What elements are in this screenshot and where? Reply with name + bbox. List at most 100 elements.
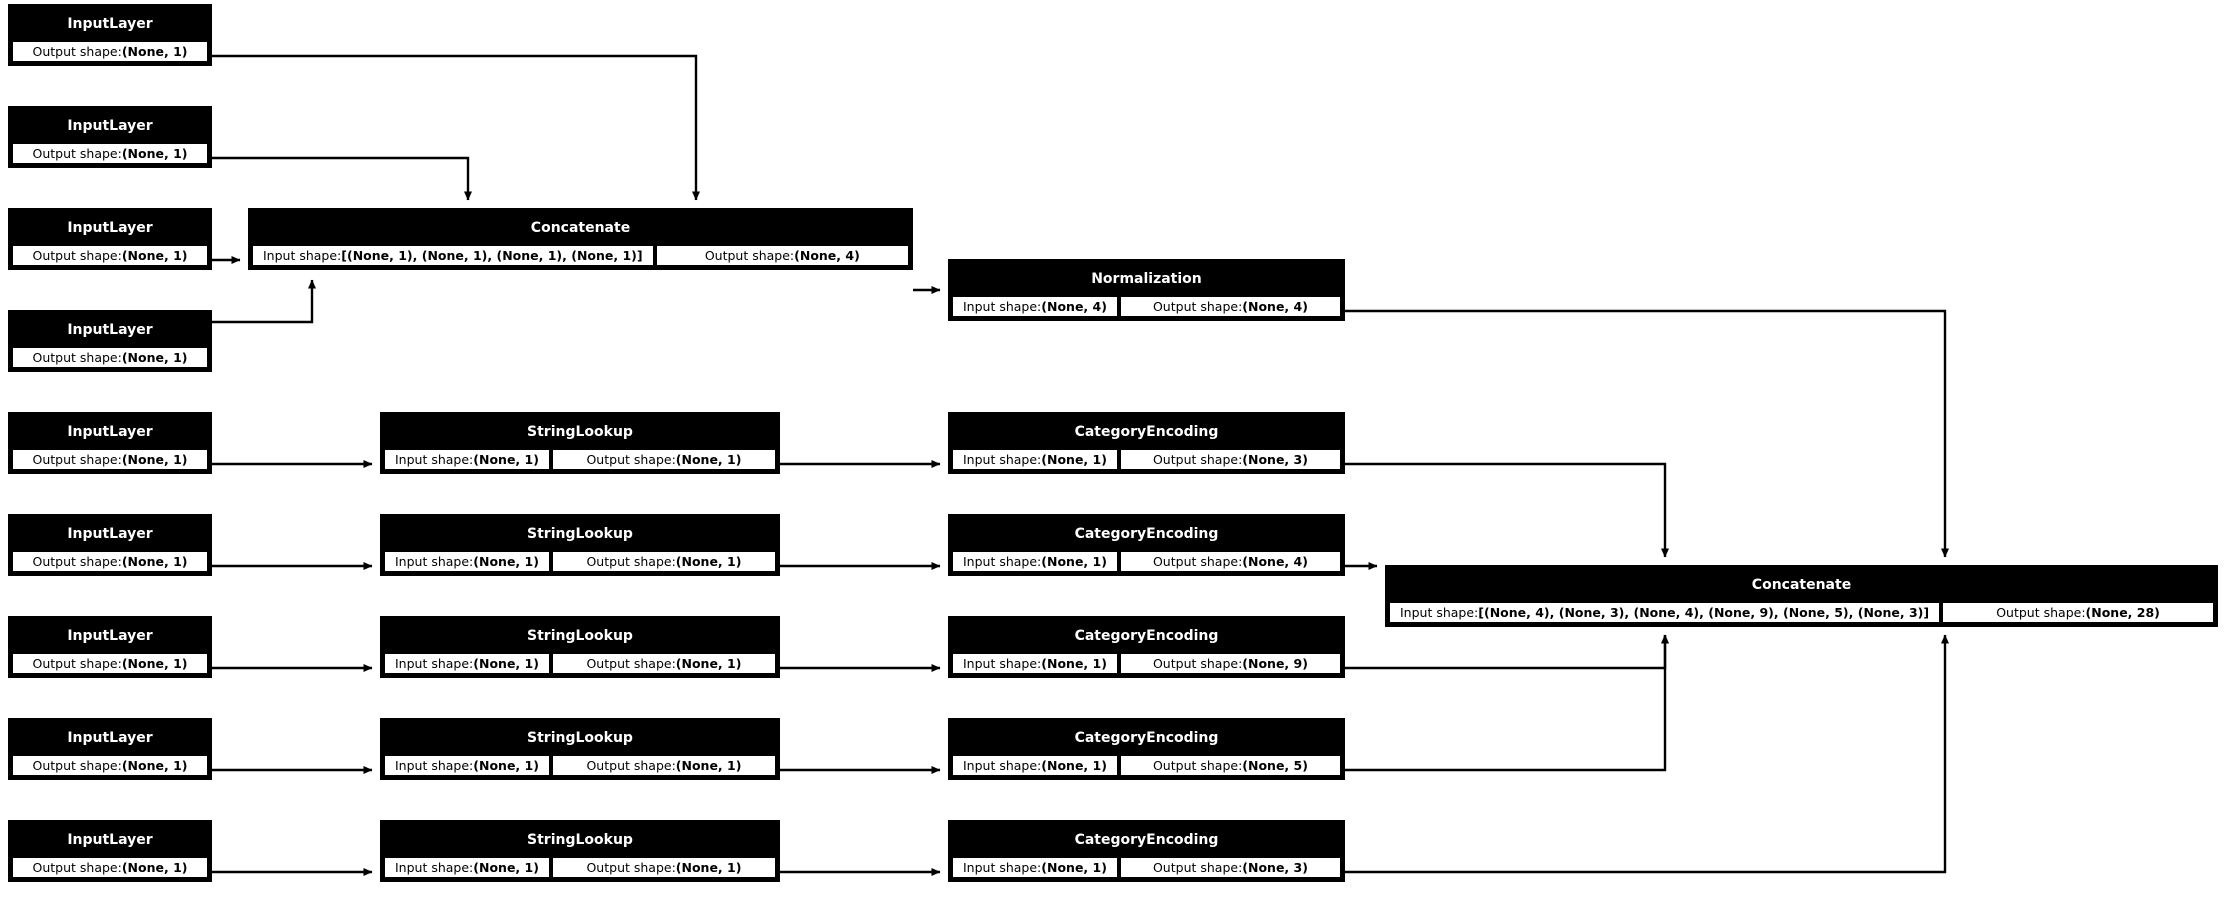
edge-norm-to-concat2: [1345, 309, 1949, 558]
edge-in4-to-concat1: [212, 279, 316, 324]
node-title: InputLayer: [11, 823, 209, 856]
shape-value: (None, 1): [121, 44, 188, 59]
node-title: StringLookup: [383, 619, 777, 652]
shape-cell: Input shape: (None, 1): [383, 856, 551, 879]
shape-value: (None, 1): [473, 860, 539, 875]
node-body: Input shape: (None, 1)Output shape: (Non…: [383, 448, 777, 471]
shape-value: (None, 4): [1041, 299, 1107, 314]
shape-value: (None, 5): [1242, 758, 1308, 773]
shape-label: Output shape:: [32, 860, 122, 875]
node-title: CategoryEncoding: [951, 619, 1342, 652]
shape-cell: Output shape: (None, 1): [550, 754, 777, 777]
shape-cell: Output shape: (None, 1): [550, 448, 777, 471]
shape-value: (None, 4): [1242, 299, 1308, 314]
shape-cell: Input shape: (None, 1): [383, 754, 551, 777]
node-title: InputLayer: [11, 517, 209, 550]
node-body: Output shape: (None, 1): [11, 346, 209, 369]
shape-label: Output shape:: [1152, 758, 1243, 773]
shape-value: (None, 1): [121, 452, 188, 467]
node-body: Input shape: [(None, 1), (None, 1), (Non…: [251, 244, 910, 267]
node-title: InputLayer: [11, 211, 209, 244]
shape-cell: Output shape: (None, 1): [11, 244, 209, 267]
shape-value: (None, 1): [1041, 554, 1107, 569]
shape-value: (None, 1): [121, 146, 188, 161]
shape-label: Output shape:: [1152, 860, 1243, 875]
shape-label: Output shape:: [1996, 605, 2086, 620]
shape-cell: Input shape: [(None, 4), (None, 3), (Non…: [1388, 601, 1942, 624]
shape-value: (None, 1): [675, 758, 742, 773]
shape-value: (None, 4): [794, 248, 860, 263]
shape-cell: Input shape: (None, 1): [951, 550, 1119, 573]
edge-ce1-to-concat2: [1345, 462, 1669, 558]
shape-cell: Input shape: (None, 1): [383, 448, 551, 471]
shape-cell: Output shape: (None, 1): [11, 652, 209, 675]
shape-value: (None, 1): [121, 860, 188, 875]
edge-ce3-to-concat2: [1345, 634, 1669, 670]
shape-label: Input shape:: [1400, 605, 1479, 620]
node-title: CategoryEncoding: [951, 823, 1342, 856]
shape-cell: Input shape: (None, 1): [951, 448, 1119, 471]
shape-label: Input shape:: [963, 554, 1042, 569]
node-body: Input shape: (None, 1)Output shape: (Non…: [383, 550, 777, 573]
shape-label: Output shape:: [32, 452, 122, 467]
shape-label: Output shape:: [32, 758, 122, 773]
shape-value: (None, 1): [1041, 656, 1107, 671]
shape-value: (None, 1): [121, 758, 188, 773]
shape-value: (None, 3): [1242, 452, 1308, 467]
shape-label: Input shape:: [963, 299, 1042, 314]
shape-cell: Output shape: (None, 1): [11, 40, 209, 63]
shape-label: Input shape:: [395, 554, 474, 569]
shape-cell: Output shape: (None, 1): [11, 448, 209, 471]
node-title: StringLookup: [383, 415, 777, 448]
node-body: Input shape: (None, 1) Output shape: (Non…: [951, 754, 1342, 777]
node-title: InputLayer: [11, 619, 209, 652]
shape-cell: Output shape: (None, 9): [1118, 652, 1342, 675]
shape-label: Output shape:: [1152, 656, 1243, 671]
shape-label: Output shape:: [32, 350, 122, 365]
shape-value: (None, 1): [675, 860, 742, 875]
shape-value: (None, 1): [1041, 758, 1107, 773]
shape-label: Input shape:: [395, 758, 474, 773]
shape-value: (None, 28): [2085, 605, 2160, 620]
shape-cell: Input shape: (None, 1): [383, 550, 551, 573]
shape-cell: Output shape: (None, 3): [1118, 856, 1342, 879]
node-body: Output shape: (None, 1): [11, 550, 209, 573]
shape-value: (None, 4): [1242, 554, 1308, 569]
shape-cell: Output shape: (None, 4): [654, 244, 910, 267]
node-body: Output shape: (None, 1): [11, 856, 209, 879]
edge-in2-to-concat1: [212, 156, 472, 201]
shape-label: Input shape:: [963, 758, 1042, 773]
node-title: InputLayer: [11, 109, 209, 142]
shape-cell: Input shape: (None, 1): [383, 652, 551, 675]
shape-label: Input shape:: [263, 248, 342, 263]
shape-value: (None, 1): [1041, 452, 1107, 467]
shape-cell: Output shape: (None, 4): [1118, 295, 1342, 318]
shape-cell: Output shape: (None, 1): [550, 652, 777, 675]
edge-ce4-to-concat2: [1345, 634, 1669, 772]
shape-cell: Output shape: (None, 1): [11, 754, 209, 777]
shape-cell: Output shape: (None, 3): [1118, 448, 1342, 471]
